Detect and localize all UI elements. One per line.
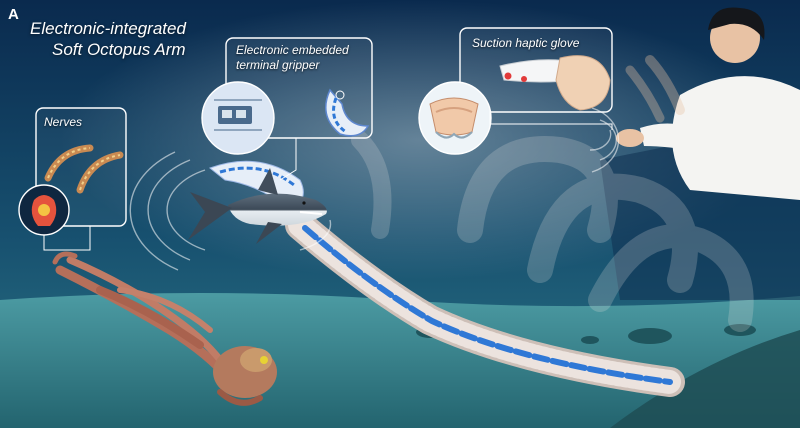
panel-label: A — [8, 6, 19, 23]
octopus — [52, 251, 277, 406]
figure-title-line1: Electronic-integrated — [30, 19, 186, 38]
seabed — [0, 293, 800, 428]
motion-trails — [351, 131, 754, 332]
callout-gripper — [201, 37, 373, 181]
label-glove: Suction haptic glove — [472, 36, 579, 51]
label-glove-text: Suction haptic glove — [472, 36, 580, 50]
shark — [188, 168, 327, 244]
label-gripper-line2: terminal gripper — [236, 58, 320, 72]
callout-glove — [418, 27, 613, 155]
figure-title: Electronic-integrated Soft Octopus Arm — [30, 18, 186, 60]
label-gripper-line1: Electronic embedded — [236, 43, 349, 57]
callout-nerves — [18, 107, 127, 251]
label-gripper: Electronic embedded terminal gripper — [236, 43, 349, 73]
label-nerves: Nerves — [44, 115, 82, 130]
sonar-rings — [129, 107, 620, 271]
soft-octopus-arm — [285, 210, 685, 397]
figure-title-line2: Soft Octopus Arm — [52, 40, 186, 59]
label-nerves-text: Nerves — [44, 115, 83, 129]
operator-figure — [600, 7, 800, 300]
